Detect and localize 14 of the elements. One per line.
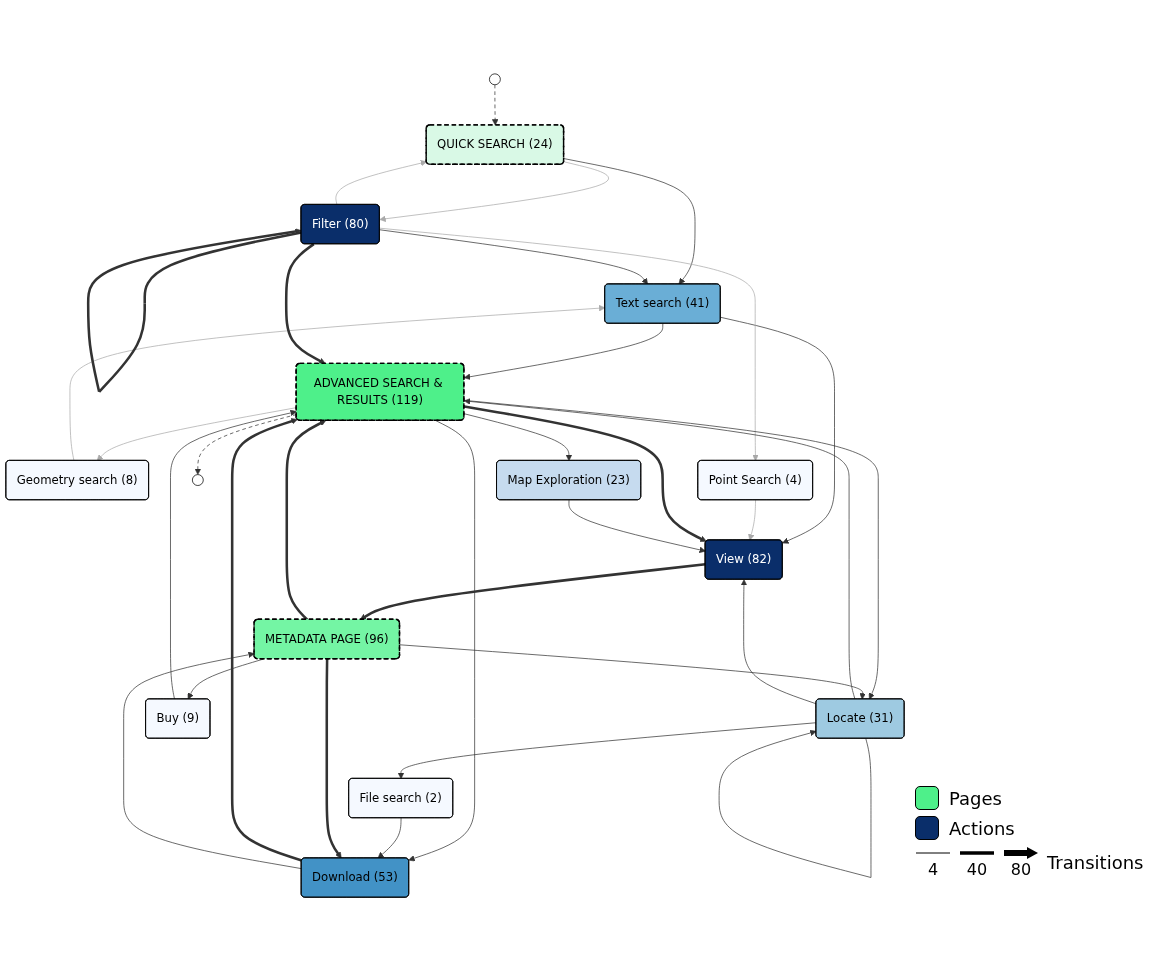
arrow (359, 563, 706, 620)
legend-label: Pages (949, 787, 1002, 809)
arrow (285, 420, 326, 621)
legend-label: Actions (949, 817, 1015, 839)
node-circle (192, 474, 204, 486)
node-circle (489, 73, 501, 86)
arrow (86, 228, 302, 393)
arrow (325, 659, 342, 859)
scale-label: 4 (927, 860, 939, 879)
arrow (230, 418, 303, 862)
arrow (284, 243, 326, 364)
legend-label: Transitions (1047, 852, 1144, 873)
scale-label: 80 (1010, 860, 1032, 879)
scale-label: 40 (966, 860, 988, 879)
